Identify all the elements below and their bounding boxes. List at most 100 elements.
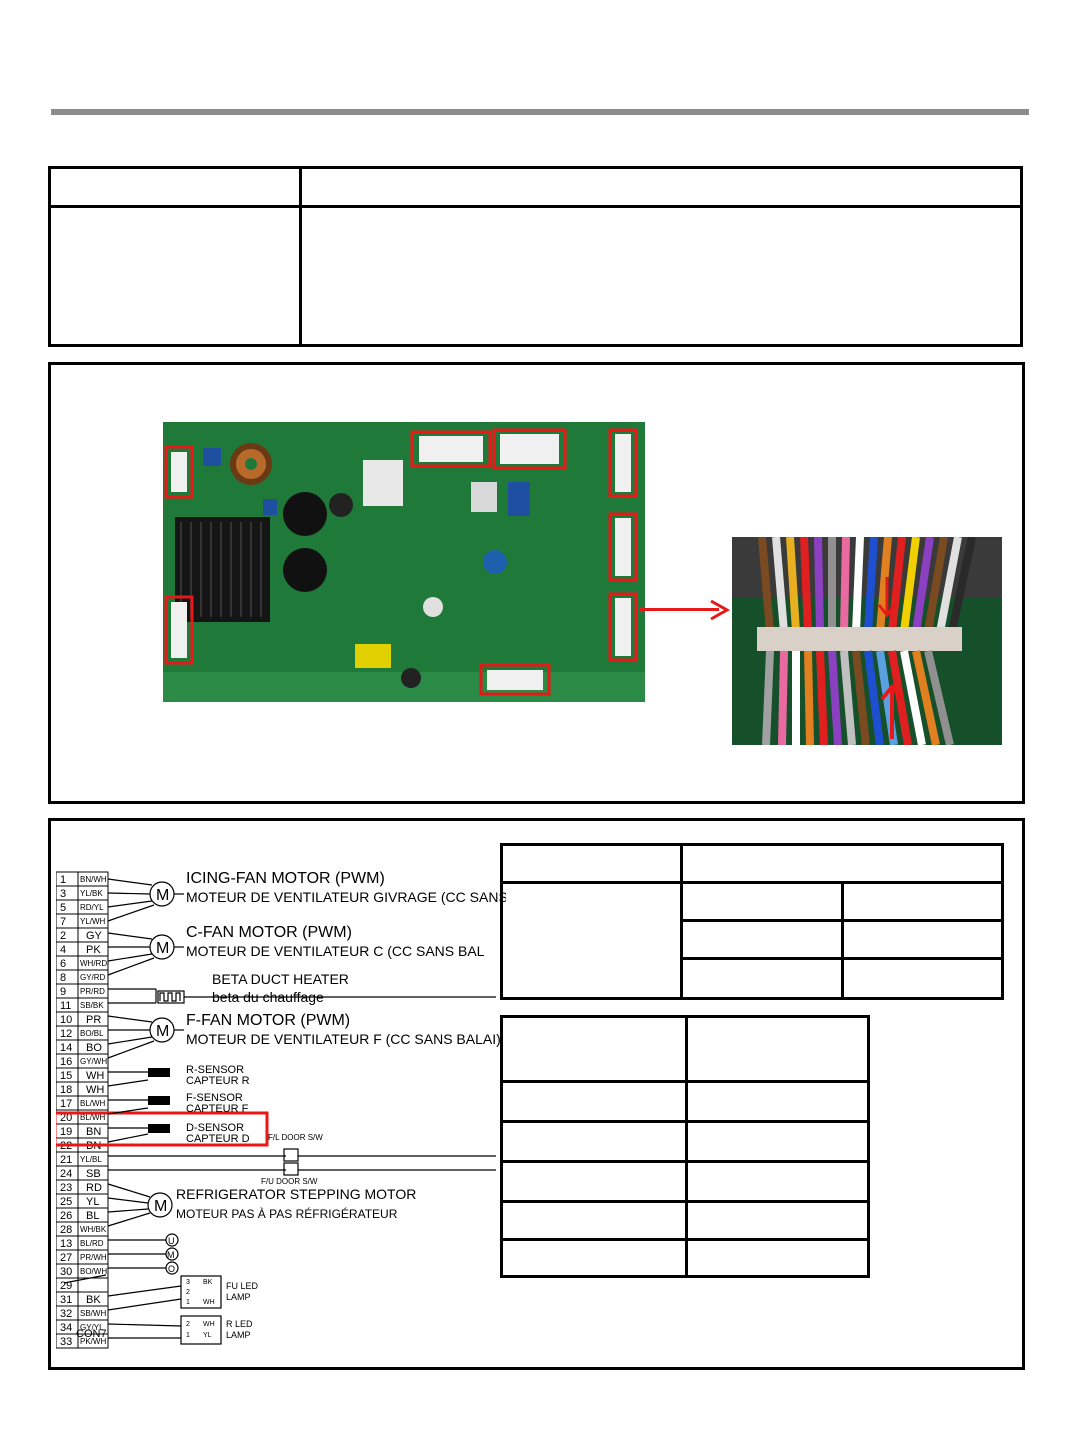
stepping-motor-label-fr: MOTEUR PAS À PAS RÉFRIGÉRATEUR [176, 1206, 398, 1221]
pin-wire-color: GY/WH [80, 1057, 107, 1066]
pin-wire-color: SB [86, 1168, 101, 1180]
pin-wire-color: BK [86, 1294, 101, 1306]
r-sensor-label: R-SENSOR [186, 1064, 244, 1076]
pin-number: 10 [60, 1014, 72, 1026]
stepping-motor-label: REFRIGERATOR STEPPING MOTOR [176, 1186, 416, 1202]
pin-wire-color: SB/BK [80, 1001, 104, 1010]
pin-wire-color: PR [86, 1014, 101, 1026]
pin-wire-color: PK [86, 944, 101, 956]
resistance-table [500, 1015, 870, 1278]
pin-number: 24 [60, 1168, 72, 1180]
r-led-pin-number: 2 [186, 1321, 190, 1328]
pin-number: 32 [60, 1308, 72, 1320]
pin-number: 26 [60, 1210, 72, 1222]
pin-number: 20 [60, 1112, 72, 1124]
fu-led-label-2: LAMP [226, 1292, 251, 1302]
pin-wire-color: SB/WH [80, 1309, 106, 1318]
motor-symbol: M [154, 1198, 167, 1215]
fu-led-pin-number: 1 [186, 1299, 190, 1306]
pin-wire-color: RD/YL [80, 903, 104, 912]
pin-wire-color: PR/RD [80, 987, 105, 996]
table-divider [299, 169, 302, 344]
pin-wire-color: BO/BL [80, 1029, 104, 1038]
pin-wire-color: BL [86, 1210, 99, 1222]
table-divider [51, 205, 1020, 208]
pin-number: 31 [60, 1294, 72, 1306]
fu-led-label: FU LED [226, 1281, 259, 1291]
pin-wire-color: GY/YL [80, 1323, 104, 1332]
pin-number: 6 [60, 958, 66, 970]
header-rule [51, 109, 1029, 115]
pin-number: 14 [60, 1042, 72, 1054]
table-divider [503, 881, 1001, 884]
r-led-pin-color: YL [203, 1332, 212, 1339]
pin-wire-color: BL/RD [80, 1239, 104, 1248]
table-divider [841, 884, 844, 997]
pin-number: 12 [60, 1028, 72, 1040]
pin-number: 25 [60, 1196, 72, 1208]
icing-fan-label-fr: MOTEUR DE VENTILATEUR GIVRAGE (CC SANS B [186, 889, 506, 905]
pin-wire-color: BN [86, 1126, 101, 1138]
fu-door-label: F/U DOOR S/W [261, 1177, 318, 1186]
arrow-head-icon [710, 599, 731, 621]
table-divider [503, 1238, 867, 1241]
pin-wire-color: YL/WH [80, 917, 106, 926]
table-divider [680, 919, 1001, 922]
pin-wire-color: GY [86, 930, 103, 942]
pin-number: 29 [60, 1280, 72, 1292]
table-divider [680, 957, 1001, 960]
arrow-line [639, 608, 719, 611]
pin-number: 4 [60, 944, 66, 956]
f-fan-label: F-FAN MOTOR (PWM) [186, 1012, 350, 1029]
pin-wire-color: BL/WH [80, 1099, 106, 1108]
pin-number: 17 [60, 1098, 72, 1110]
fl-door-label: F/L DOOR S/W [268, 1133, 323, 1142]
pin-number: 18 [60, 1084, 72, 1096]
table-divider [503, 1120, 867, 1123]
fu-led-pin-number: 3 [186, 1279, 190, 1286]
pin-wire-color: YL/BL [80, 1155, 102, 1164]
pin-wire-color: BN/WH [80, 875, 107, 884]
pin-number: 30 [60, 1266, 72, 1278]
pin-number: 5 [60, 902, 66, 914]
r-led-pin-number: 1 [186, 1332, 190, 1339]
r-led-label: R LED [226, 1319, 253, 1329]
pin-wire-color: WH [86, 1070, 104, 1082]
indicator-label: M [167, 1250, 175, 1260]
r-led-pin-color: WH [203, 1321, 215, 1328]
table-divider [503, 1080, 867, 1083]
pin-wire-color: BO/WH [80, 1267, 107, 1276]
d-sensor-highlight [56, 1111, 269, 1147]
pcb-board-image [163, 422, 645, 702]
pin-number: 19 [60, 1126, 72, 1138]
connector-closeup-image [732, 537, 1002, 745]
pin-number: 33 [60, 1336, 72, 1348]
pin-number: 16 [60, 1056, 72, 1068]
motor-symbol: M [156, 887, 169, 904]
pin-number: 7 [60, 916, 66, 928]
pin-wire-color: PR/WH [80, 1253, 107, 1262]
d-sensor-label: D-SENSOR [186, 1122, 244, 1134]
c-fan-label-fr: MOTEUR DE VENTILATEUR C (CC SANS BAL [186, 943, 485, 959]
fu-led-pin-number: 2 [186, 1289, 190, 1296]
fu-led-pin-color: WH [203, 1299, 215, 1306]
sensor-table [500, 843, 1004, 1000]
pin-number: 11 [60, 1000, 71, 1012]
indicator-label: O [168, 1264, 175, 1274]
c-fan-label: C-FAN MOTOR (PWM) [186, 924, 352, 941]
pcb-photo-panel [48, 362, 1025, 804]
motor-symbol: M [156, 1023, 169, 1040]
motor-symbol: M [156, 940, 169, 957]
pin-number: 13 [60, 1238, 72, 1250]
r-led-label-2: LAMP [226, 1330, 251, 1340]
pin-number: 2 [60, 930, 66, 942]
beta-heater-label-fr: beta du chauffage [212, 989, 324, 1005]
pin-wire-color: WH [86, 1084, 104, 1096]
beta-heater-label: BETA DUCT HEATER [212, 971, 349, 987]
pin-wire-color: YL [86, 1196, 99, 1208]
pin-cell [56, 1333, 109, 1349]
pin-wire-color: BO [86, 1042, 102, 1054]
table-divider [503, 1200, 867, 1203]
table-divider [503, 1160, 867, 1163]
